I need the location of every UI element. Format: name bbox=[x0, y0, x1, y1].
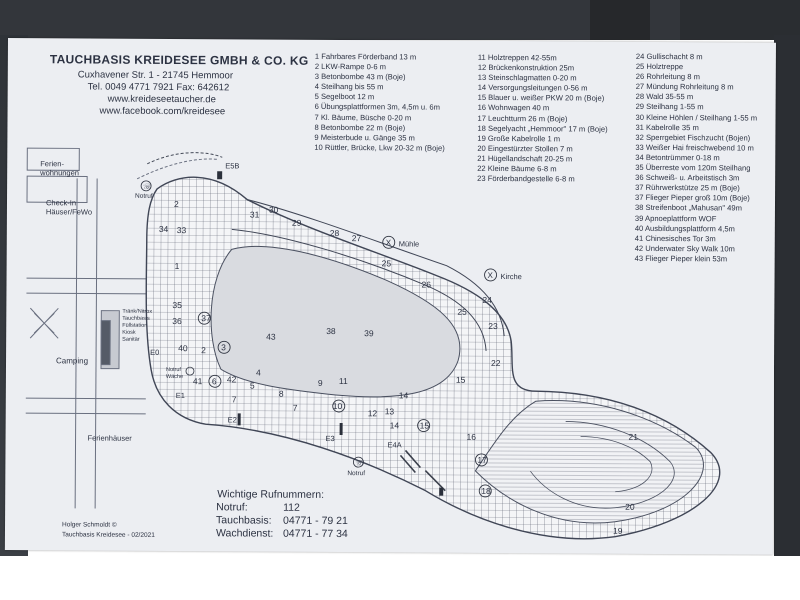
svg-text:17: 17 bbox=[477, 455, 487, 465]
background-top-dark bbox=[0, 0, 800, 40]
site-numbers: 2 31 30 29 28 27 25 26 24 25 23 22 34 33… bbox=[159, 199, 639, 536]
label-muehle: Mühle bbox=[398, 239, 420, 249]
label-camping: Camping bbox=[56, 356, 89, 366]
svg-text:39: 39 bbox=[364, 328, 374, 338]
svg-text:27: 27 bbox=[352, 233, 362, 243]
lake-east-basin bbox=[474, 400, 704, 524]
label-ferienwohnungen: Ferien- wohnungen bbox=[40, 159, 80, 178]
background-patch bbox=[590, 0, 650, 40]
label-notruf-waeche: Notruf Wäche bbox=[165, 366, 184, 381]
entry-e1: E1 bbox=[175, 391, 186, 401]
svg-text:37: 37 bbox=[201, 313, 211, 323]
emergency-phone-icon bbox=[140, 180, 364, 468]
land-area bbox=[25, 147, 218, 509]
dive-site-map-sheet: TAUCHBASIS KREIDESEE GMBH & CO. KG Cuxha… bbox=[4, 38, 776, 555]
svg-text:7: 7 bbox=[232, 394, 237, 404]
svg-text:36: 36 bbox=[172, 316, 182, 326]
entry-e4a: E4A bbox=[387, 440, 402, 450]
phones-heading: Wichtige Rufnummern: bbox=[217, 488, 325, 501]
phone-notruf-value: 112 bbox=[283, 501, 300, 514]
svg-text:12: 12 bbox=[368, 408, 378, 418]
svg-text:42: 42 bbox=[227, 374, 237, 384]
svg-text:14: 14 bbox=[390, 420, 400, 430]
svg-text:1: 1 bbox=[175, 261, 180, 271]
svg-text:29: 29 bbox=[292, 218, 302, 228]
label-checkin: Check-In Häuser/FeWo bbox=[45, 198, 93, 217]
site-label: 2 bbox=[174, 199, 179, 209]
svg-text:X: X bbox=[386, 238, 392, 247]
circled-markers bbox=[197, 235, 498, 498]
svg-text:9: 9 bbox=[318, 378, 323, 388]
svg-text:2: 2 bbox=[201, 345, 206, 355]
svg-text:13: 13 bbox=[385, 406, 395, 416]
svg-text:33: 33 bbox=[177, 225, 187, 235]
svg-text:21: 21 bbox=[629, 432, 639, 442]
svg-text:10: 10 bbox=[333, 401, 343, 411]
svg-text:26: 26 bbox=[421, 280, 431, 290]
svg-text:☏: ☏ bbox=[143, 183, 152, 191]
phone-wachdienst-value: 04771 - 77 34 bbox=[282, 527, 348, 541]
emergency-phone-glyphs: ☏ ☏ bbox=[143, 183, 364, 467]
contour-line bbox=[246, 198, 505, 337]
svg-text:43: 43 bbox=[266, 332, 276, 342]
entry-e2: E2 bbox=[227, 415, 237, 425]
svg-text:5: 5 bbox=[250, 380, 255, 390]
contour-line bbox=[530, 421, 675, 509]
svg-text:3: 3 bbox=[221, 342, 226, 352]
svg-text:24: 24 bbox=[482, 295, 492, 305]
phone-notruf-label: Notruf: bbox=[216, 501, 248, 514]
svg-text:15: 15 bbox=[456, 375, 466, 385]
svg-text:30: 30 bbox=[269, 205, 279, 215]
background-patch bbox=[680, 0, 800, 40]
svg-text:14: 14 bbox=[399, 390, 409, 400]
lake-map: 2 31 30 29 28 27 25 26 24 25 23 22 34 33… bbox=[25, 147, 721, 540]
svg-text:7: 7 bbox=[293, 403, 298, 413]
svg-text:18: 18 bbox=[481, 486, 491, 496]
svg-text:40: 40 bbox=[178, 343, 188, 353]
svg-text:35: 35 bbox=[172, 300, 182, 310]
label-kirche: Kirche bbox=[500, 272, 522, 282]
phone-wachdienst-label: Wachdienst: bbox=[215, 527, 274, 540]
svg-text:4: 4 bbox=[256, 368, 261, 378]
svg-text:28: 28 bbox=[330, 228, 340, 238]
svg-text:☏: ☏ bbox=[355, 459, 364, 467]
entry-markers bbox=[217, 171, 444, 496]
svg-text:25: 25 bbox=[382, 258, 392, 268]
svg-text:6: 6 bbox=[212, 376, 217, 386]
bridge-structure bbox=[399, 449, 446, 492]
trail-line bbox=[147, 152, 223, 165]
svg-text:16: 16 bbox=[467, 432, 477, 442]
svg-text:34: 34 bbox=[159, 224, 169, 234]
svg-text:15: 15 bbox=[420, 421, 430, 431]
svg-text:31: 31 bbox=[250, 209, 260, 219]
contour-line bbox=[231, 228, 487, 351]
phone-tauchbasis-label: Tauchbasis: bbox=[216, 514, 272, 527]
contour-line bbox=[580, 436, 653, 493]
svg-text:20: 20 bbox=[625, 502, 635, 512]
svg-text:X: X bbox=[488, 271, 494, 280]
svg-text:38: 38 bbox=[326, 326, 336, 336]
entry-e5b: E5B bbox=[225, 161, 240, 171]
background-bottom bbox=[0, 556, 800, 600]
entry-e0: E0 bbox=[150, 347, 160, 357]
svg-text:19: 19 bbox=[613, 526, 623, 536]
svg-text:23: 23 bbox=[488, 321, 498, 331]
label-notruf-south: Notruf bbox=[347, 470, 366, 478]
map-x-markers: X X bbox=[386, 238, 494, 280]
svg-text:22: 22 bbox=[491, 358, 501, 368]
svg-text:25: 25 bbox=[457, 307, 467, 317]
footer-edition: Tauchbasis Kreidesee - 02/2021 bbox=[61, 531, 155, 539]
label-notruf-north: Notruf bbox=[135, 192, 153, 200]
background-right-dark bbox=[774, 35, 800, 560]
label-ferienhaeuser: Ferienhäuser bbox=[87, 433, 132, 443]
phone-tauchbasis-value: 04771 - 79 21 bbox=[283, 514, 348, 528]
footer-author: Holger Schmoldt © bbox=[62, 521, 117, 529]
label-base-facilities: Tränk/Nitrox Tauchbasis Füllstation Kios… bbox=[122, 308, 153, 343]
svg-text:11: 11 bbox=[339, 376, 348, 386]
svg-text:8: 8 bbox=[279, 389, 284, 399]
entry-e3: E3 bbox=[325, 433, 335, 444]
lake-deep-zone bbox=[210, 245, 461, 398]
svg-text:41: 41 bbox=[193, 376, 203, 386]
